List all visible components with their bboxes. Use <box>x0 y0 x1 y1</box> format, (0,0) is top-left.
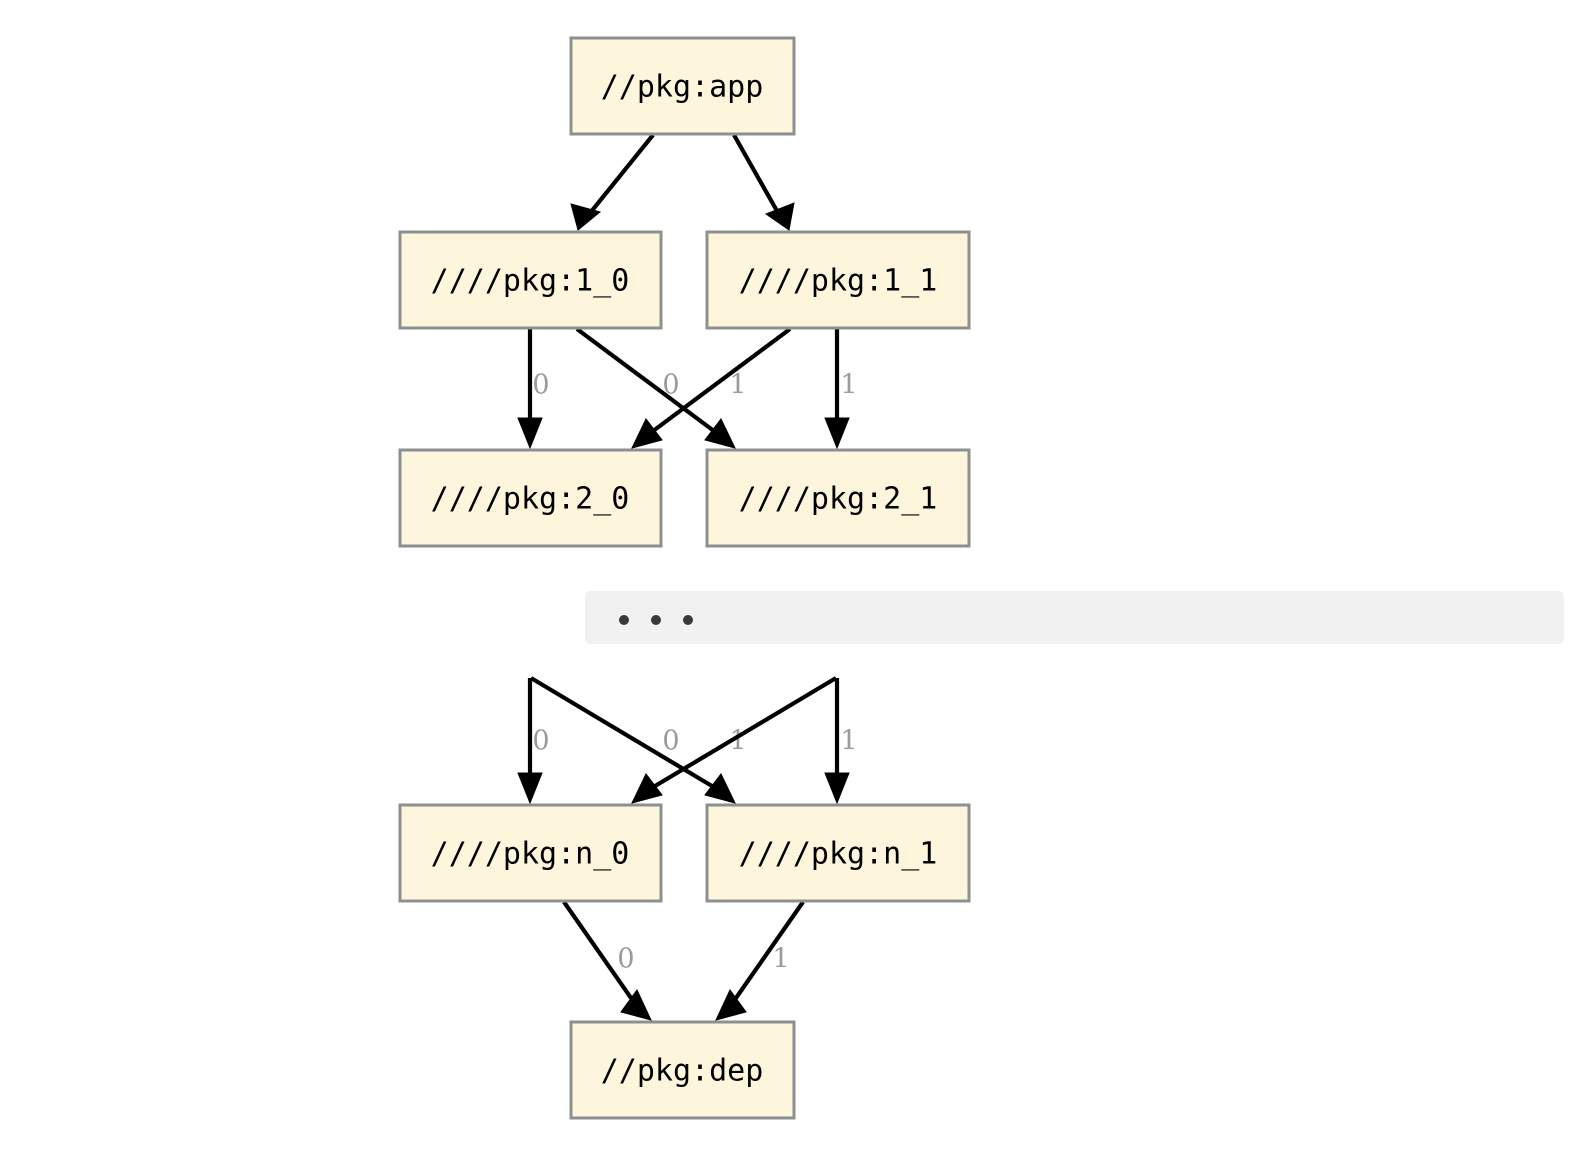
edge-label: 1 <box>729 370 746 401</box>
node-pkg-n_1[interactable]: ////pkg:n_1 <box>705 803 971 903</box>
edge-label: 0 <box>617 944 634 975</box>
arrowhead-icon <box>517 417 543 450</box>
node-pkg-2_1[interactable]: ////pkg:2_1 <box>705 448 971 548</box>
edge-label: 0 <box>532 370 549 401</box>
node-box <box>398 230 663 330</box>
edge-label: 0 <box>532 726 549 757</box>
arrowhead-icon <box>704 773 736 804</box>
edge-line <box>732 133 783 220</box>
edge-1_1-to-2_1[interactable]: 1 <box>824 329 858 450</box>
edge-line <box>643 676 838 794</box>
node-box <box>705 448 971 548</box>
edge-n_1-to-dep[interactable]: 1 <box>715 900 805 1021</box>
nodes-layer: //pkg:app ////pkg:1_0 ////pkg:1_1 ////pk… <box>398 36 971 1120</box>
edge-line <box>529 676 724 794</box>
node-label: ////pkg:2_0 <box>431 482 630 517</box>
edge-dangling2-to-n_1[interactable]: 1 <box>824 678 858 805</box>
arrowhead-icon <box>824 772 850 805</box>
edge-dangling-to-n_0[interactable]: 0 <box>517 678 550 805</box>
arrowhead-icon <box>764 202 795 231</box>
node-app[interactable]: //pkg:app <box>569 36 796 136</box>
edges-layer: 0 1 0 1 <box>517 133 858 1021</box>
node-pkg-1_0[interactable]: ////pkg:1_0 <box>398 230 663 330</box>
node-box <box>705 230 971 330</box>
edge-1_0-to-2_0[interactable]: 0 <box>517 329 550 450</box>
edge-app-to-1_0[interactable] <box>570 133 655 231</box>
edge-line <box>584 133 655 220</box>
ellipsis-section <box>585 591 1564 644</box>
edge-label: 0 <box>662 726 679 757</box>
node-label: //pkg:dep <box>601 1054 764 1089</box>
node-label: ////pkg:2_1 <box>739 482 938 517</box>
arrowhead-icon <box>631 418 663 449</box>
arrowhead-icon <box>620 989 652 1021</box>
edge-dangling2-to-n_0[interactable]: 0 <box>631 676 838 804</box>
node-box <box>569 36 796 136</box>
node-pkg-n_0[interactable]: ////pkg:n_0 <box>398 803 663 903</box>
edge-label: 1 <box>840 370 857 401</box>
arrowhead-icon <box>517 772 543 805</box>
node-box <box>398 803 663 903</box>
edge-n_0-to-dep[interactable]: 0 <box>562 900 652 1021</box>
node-label: //pkg:app <box>601 70 764 105</box>
edge-line <box>643 327 792 439</box>
edge-line <box>727 900 805 1010</box>
node-box <box>398 448 663 548</box>
ellipsis-dot <box>619 615 629 625</box>
arrowhead-icon <box>824 417 850 450</box>
arrowhead-icon <box>704 418 736 449</box>
edge-dangling-to-n_1[interactable]: 1 <box>529 676 747 804</box>
node-label: ////pkg:1_1 <box>739 264 938 299</box>
edge-line <box>575 327 724 439</box>
ellipsis-dot <box>651 615 661 625</box>
ellipsis-dot <box>683 615 693 625</box>
node-pkg-2_0[interactable]: ////pkg:2_0 <box>398 448 663 548</box>
edge-label: 1 <box>772 944 789 975</box>
node-box <box>569 1020 796 1120</box>
arrowhead-icon <box>570 203 602 231</box>
edge-app-to-1_1[interactable] <box>732 133 795 231</box>
edge-label: 1 <box>840 726 857 757</box>
ellipsis-dots <box>619 615 693 625</box>
node-pkg-1_1[interactable]: ////pkg:1_1 <box>705 230 971 330</box>
arrowhead-icon <box>631 773 663 804</box>
node-label: ////pkg:n_0 <box>431 837 630 872</box>
node-box <box>705 803 971 903</box>
node-label: ////pkg:1_0 <box>431 264 630 299</box>
edge-1_1-to-2_0[interactable]: 0 <box>631 327 792 449</box>
ellipsis-band <box>585 591 1564 644</box>
node-dep[interactable]: //pkg:dep <box>569 1020 796 1120</box>
edge-line <box>562 900 640 1010</box>
edge-label: 0 <box>662 370 679 401</box>
node-label: ////pkg:n_1 <box>739 837 938 872</box>
arrowhead-icon <box>715 989 747 1021</box>
edge-1_0-to-2_1[interactable]: 1 <box>575 327 747 449</box>
